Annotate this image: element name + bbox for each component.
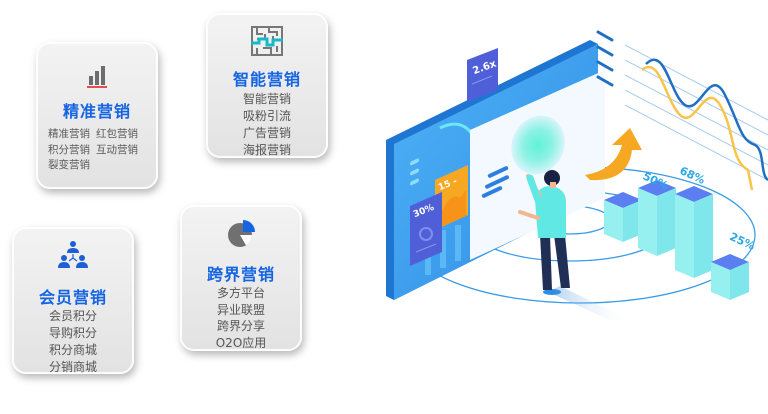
item: 互动营销 bbox=[96, 143, 138, 156]
card-precision-marketing[interactable]: 精准营销 精准营销红包营销 积分营销互动营销 裂变营销 bbox=[36, 42, 158, 189]
item: 精准营销 bbox=[48, 128, 90, 140]
card-items: 会员积分 导购积分 积分商城 分销商城 bbox=[13, 308, 133, 376]
bar-chart-3d: 50% 68% 25% bbox=[604, 164, 757, 300]
card-title: 精准营销 bbox=[62, 102, 131, 121]
card-title: 会员营销 bbox=[38, 288, 107, 307]
bar-label-25: 25% bbox=[728, 230, 757, 253]
item: 积分营销 bbox=[48, 143, 90, 156]
line-chart bbox=[596, 30, 768, 191]
item: 裂变营销 bbox=[48, 159, 90, 171]
card-items: 智能营销 吸粉引流 广告营销 海报营销 bbox=[207, 91, 327, 159]
item: 分销商城 bbox=[48, 360, 97, 374]
item: 积分商城 bbox=[48, 343, 97, 357]
pie-chart-icon bbox=[226, 219, 256, 253]
item: 多方平台 bbox=[216, 286, 265, 300]
bar-chart-icon bbox=[86, 65, 108, 93]
item: 智能营销 bbox=[242, 92, 291, 106]
card-title: 智能营销 bbox=[232, 70, 301, 89]
data-analytics-illustration: 2.6x 15 - 30% bbox=[380, 20, 768, 410]
item: 异业联盟 bbox=[216, 302, 265, 317]
card-items: 精准营销红包营销 积分营销互动营销 裂变营销 bbox=[37, 127, 157, 174]
card-smart-marketing[interactable]: 智能营销 智能营销 吸粉引流 广告营销 海报营销 bbox=[206, 13, 328, 158]
item: 会员积分 bbox=[48, 309, 97, 323]
item: 跨界分享 bbox=[216, 319, 265, 333]
item: 海报营销 bbox=[242, 143, 291, 157]
growth-arrow bbox=[585, 128, 642, 181]
card-member-marketing[interactable]: 会员营销 会员积分 导购积分 积分商城 分销商城 bbox=[12, 227, 134, 374]
item: 广告营销 bbox=[242, 126, 291, 140]
glowing-touch-target bbox=[511, 115, 565, 175]
maze-icon bbox=[251, 26, 283, 60]
bar-label-68: 68% bbox=[678, 164, 707, 187]
bar-4 bbox=[711, 254, 749, 300]
purple-stat-card: 30% bbox=[410, 192, 442, 266]
bar-1 bbox=[604, 192, 642, 242]
bar-3 bbox=[675, 186, 713, 278]
card-title: 跨界营销 bbox=[206, 265, 275, 284]
orange-stat-card: 15 - bbox=[435, 165, 468, 230]
item: O2O应用 bbox=[215, 335, 267, 350]
item: 吸粉引流 bbox=[242, 109, 291, 123]
badge-2-6x: 2.6x bbox=[467, 48, 498, 102]
bar-2 bbox=[638, 180, 676, 256]
org-chart-icon bbox=[58, 240, 88, 274]
item: 导购积分 bbox=[48, 326, 97, 340]
card-crossover-marketing[interactable]: 跨界营销 多方平台 异业联盟 跨界分享 O2O应用 bbox=[180, 205, 302, 351]
card-items: 多方平台 异业联盟 跨界分享 O2O应用 bbox=[181, 285, 301, 351]
person-figure bbox=[518, 170, 630, 320]
item: 红包营销 bbox=[96, 128, 138, 140]
